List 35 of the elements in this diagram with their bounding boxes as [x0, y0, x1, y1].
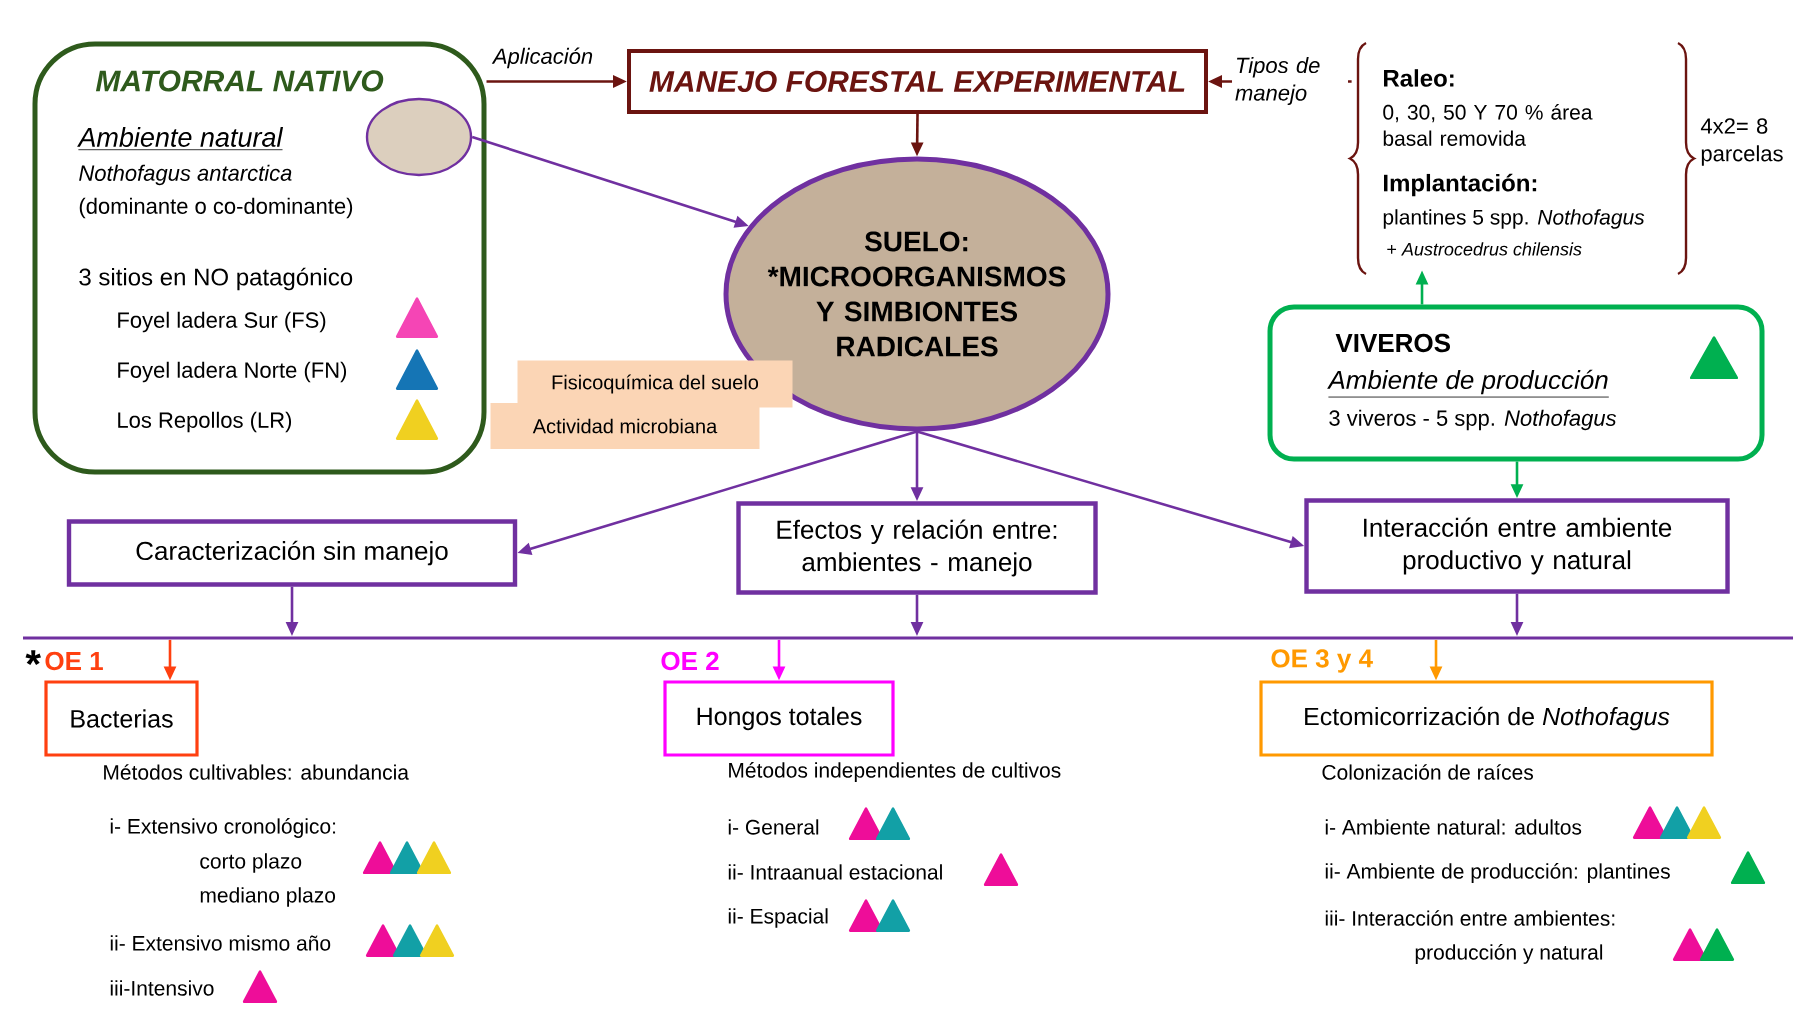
- ellipse-shape: [365, 97, 473, 177]
- objective-box: Hongos totales: [663, 680, 895, 757]
- treatment-group: Raleo: 0, 30, 50 Y 70 % área basal removida Implantación: plantines 5 spp. Nothofagus + Austrocedrus chilensis: [1383, 69, 1645, 256]
- list-text: Métodos cultivables: abundancia: [104, 764, 409, 780]
- list-text: *: [25, 650, 41, 666]
- list-text: ii- Intraanual estacional: [728, 864, 942, 880]
- list-text: corto plazo: [200, 853, 302, 873]
- objective-box: Ectomicorrización de Nothofagus: [1259, 680, 1714, 757]
- process-box: Interacción entre ambiente productivo y natural: [1304, 498, 1730, 594]
- tag-box: Actividad microbiana: [490, 403, 760, 449]
- objective-label: OE 2: [661, 651, 719, 671]
- list-text: iii- Interacción entre ambientes:: [1325, 910, 1615, 926]
- edge-label: Tipos de manejo: [1232, 53, 1348, 109]
- list-text: producción y natural: [1415, 944, 1603, 964]
- native-scrub-box: MATORRAL NATIVO Ambiente natural Nothofagus antarctica (dominante o co-dominante) 3 sitios en NO patagónico Foyel ladera Sur (FS) Foyel ladera Norte (FN) Los Repollos (LR): [32, 41, 487, 475]
- list-text: i- Ambiente natural: adultos: [1325, 819, 1582, 835]
- list-text: i- Extensivo cronológico:: [110, 818, 336, 838]
- node-label: Actividad microbiana: [532, 418, 718, 434]
- list-text: ii- Extensivo mismo año: [110, 935, 331, 951]
- list-text: i- General: [728, 819, 819, 835]
- list-text: ii- Ambiente de producción: plantines: [1325, 863, 1670, 883]
- list-text: Métodos independientes de cultivos: [729, 762, 1061, 782]
- list-text: ii- Espacial: [728, 908, 828, 928]
- plot-count-note: 4x2= 8 parcelas: [1700, 118, 1783, 166]
- list-text: mediano plazo: [200, 887, 336, 907]
- objective-box: Bacterias: [44, 680, 199, 757]
- objective-label: OE 1: [45, 651, 103, 671]
- process-box: Efectos y relación entre: ambientes - manejo: [736, 501, 1098, 595]
- nursery-box: VIVEROS Ambiente de producción 3 viveros - 5 spp. Nothofagus: [1267, 304, 1765, 462]
- process-box: Caracterización sin manejo: [66, 519, 518, 587]
- edge-label: Aplicación: [489, 44, 597, 72]
- tag-box: Fisicoquímica del suelo: [517, 360, 793, 408]
- list-text: iii-Intensivo: [110, 980, 214, 996]
- objective-label: OE 3 y 4: [1271, 649, 1373, 673]
- management-box: MANEJO FORESTAL EXPERIMENTAL: [627, 49, 1208, 114]
